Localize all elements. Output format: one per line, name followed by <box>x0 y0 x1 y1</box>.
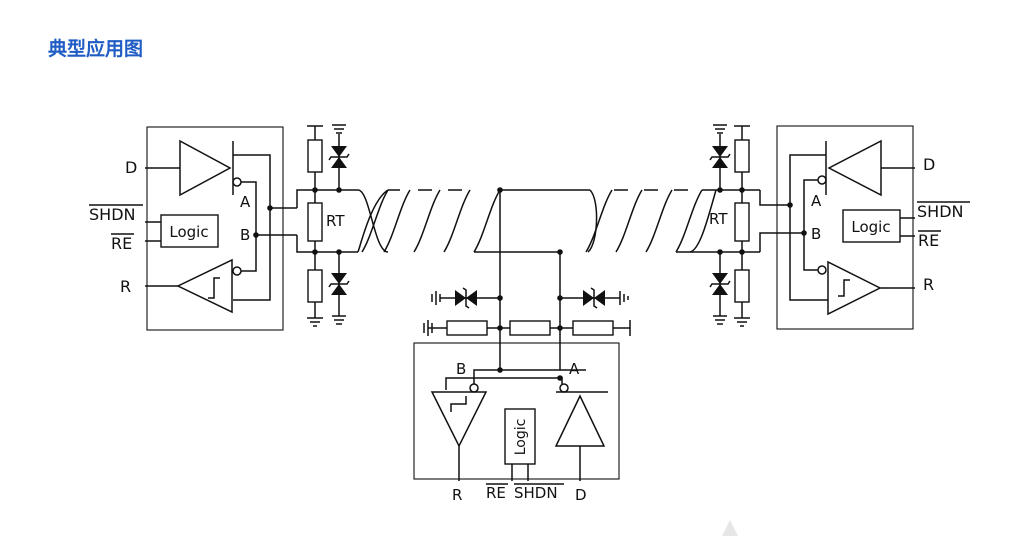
left-pin-d: D <box>125 158 137 177</box>
right-driver-invert-bubble <box>817 175 827 185</box>
left-pullup-resistor <box>307 139 323 173</box>
left-transceiver-frame <box>146 126 284 331</box>
left-transceiver: Logic D SHDN RE R A B <box>89 126 297 331</box>
right-termination-resistor <box>734 202 750 242</box>
right-tvs-diode-top <box>712 146 728 157</box>
bottom-receiver-hysteresis-icon <box>450 396 467 412</box>
left-pulldown-resistor <box>307 269 323 303</box>
right-b-bus-wire <box>759 232 804 252</box>
right-pullup-resistor <box>734 139 750 173</box>
left-receiver-hysteresis-icon <box>208 277 220 299</box>
left-logic-label: Logic <box>169 223 208 241</box>
left-b-node <box>253 232 259 238</box>
bottom-pin-re: RE <box>486 484 506 502</box>
right-a-internal-wire <box>789 154 828 301</box>
right-pin-re: RE <box>918 231 939 250</box>
bottom-driver-triangle <box>554 394 606 447</box>
bottom-bus-pin-b: B <box>456 360 466 378</box>
right-pin-shdn: SHDN <box>917 202 963 221</box>
left-tvs-diode-bottom <box>331 273 347 284</box>
center-pullup-resistor <box>446 320 488 336</box>
left-b-bus-wire <box>296 235 315 253</box>
right-bus-pin-b: B <box>811 225 821 243</box>
bottom-bus-pin-a: A <box>569 360 580 378</box>
bottom-receiver-triangle <box>430 391 488 448</box>
left-tvs-diode-top <box>331 146 347 157</box>
bottom-driver-invert-bubble <box>559 383 569 393</box>
center-tvs-diode-left <box>455 290 466 306</box>
left-logic-box <box>160 214 219 248</box>
left-a-bus-wire <box>296 189 315 208</box>
right-pulldown-resistor <box>734 269 750 303</box>
center-pulldown-resistor <box>572 320 614 336</box>
left-receiver-invert-bubble <box>232 266 242 276</box>
left-protection-network: RT <box>296 124 358 327</box>
page-title: 典型应用图 <box>48 38 144 60</box>
center-tvs-diode-right <box>583 290 594 306</box>
right-receiver-triangle <box>827 260 882 316</box>
center-termination-resistor <box>509 320 551 336</box>
left-b-internal-wire <box>241 181 257 272</box>
right-a-node <box>787 202 793 208</box>
right-a-bus-wire <box>759 190 790 206</box>
right-b-node <box>801 230 807 236</box>
right-receiver-invert-bubble <box>817 265 827 275</box>
left-driver-triangle <box>179 139 232 197</box>
left-a-internal-wire <box>233 154 271 301</box>
right-receiver-hysteresis-icon <box>838 279 850 297</box>
bottom-logic-box <box>504 408 536 465</box>
bottom-receiver-invert-bubble <box>469 383 479 393</box>
left-rt-label: RT <box>326 212 345 230</box>
right-transceiver-frame <box>776 125 914 330</box>
left-a-node <box>267 205 273 211</box>
watermark-mark <box>722 520 738 536</box>
right-protection-network: RT <box>709 124 804 327</box>
right-rt-label: RT <box>709 210 728 228</box>
twisted-pair-cable <box>357 187 718 255</box>
bottom-transceiver-frame <box>413 342 620 480</box>
left-driver-invert-bubble <box>232 177 242 187</box>
left-bus-pin-b: B <box>240 226 250 244</box>
bottom-pin-d: D <box>575 486 587 504</box>
center-protection-network <box>423 190 631 370</box>
right-bus-pin-a: A <box>811 192 822 210</box>
bottom-transceiver: Logic B A R RE SHDN D <box>413 342 620 504</box>
right-pin-d: D <box>923 155 935 174</box>
left-receiver-triangle <box>176 258 233 314</box>
left-pin-r: R <box>120 277 131 296</box>
bottom-pin-r: R <box>452 486 462 504</box>
bottom-logic-label: Logic <box>513 419 529 456</box>
left-bus-pin-a: A <box>240 193 251 211</box>
right-logic-label: Logic <box>851 218 890 236</box>
right-tvs-diode-bottom <box>712 273 728 284</box>
bottom-pin-shdn: SHDN <box>514 484 558 502</box>
right-b-internal-wire <box>803 179 818 271</box>
right-logic-box <box>842 209 901 243</box>
left-pin-shdn: SHDN <box>89 205 135 224</box>
left-termination-resistor <box>307 202 323 242</box>
left-pin-re: RE <box>111 234 132 253</box>
right-driver-triangle <box>827 139 882 197</box>
right-transceiver: Logic D SHDN RE R A B <box>776 125 970 330</box>
right-pin-r: R <box>923 275 934 294</box>
